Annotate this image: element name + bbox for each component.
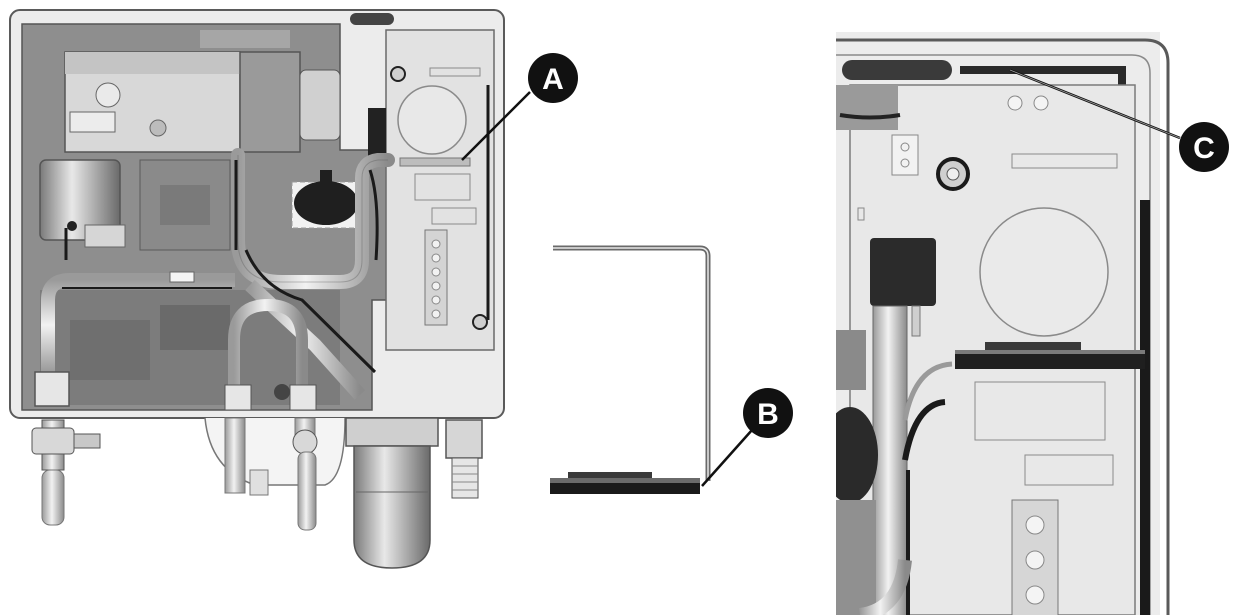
screw-bottom [472,314,488,330]
bracket-base [550,482,700,494]
detail-grommet [842,60,952,80]
threaded-fitting [445,419,483,459]
motor-block [239,51,301,153]
callout-a-leader [461,91,531,161]
inlet-fitting [34,371,70,407]
outlet-hose [297,451,317,531]
callout-b-leader [701,429,753,487]
callout-a-badge: A [528,53,578,103]
callout-a-label: A [542,63,564,96]
motor-flange [299,69,341,141]
panel-disc [397,85,467,155]
unit-overview: A [9,9,578,569]
detail-disc [979,207,1109,337]
inlet-hose [41,469,65,526]
callout-b-badge: B [743,388,793,438]
bracket-pad [568,472,652,482]
horizontal-pipe [41,273,235,380]
callout-c-badge: C [1179,122,1229,172]
filter-cylinder [39,159,121,241]
electronics-panel [385,29,495,351]
detail-slot [955,353,1145,369]
bracket-frame [553,245,711,481]
bracket-part: B [550,245,793,494]
callout-b-label: B [757,398,779,431]
main-pipe [231,148,395,289]
detail-view: C [836,32,1229,615]
callout-c-label: C [1193,132,1215,165]
canister-cap [345,417,439,447]
sensor-blob [294,181,358,225]
screw-top [390,66,406,82]
canister-body [353,445,431,569]
top-grommet [350,13,394,25]
u-pipe [228,298,308,395]
detail-black-block [870,238,936,306]
panel-slot [399,157,471,167]
terminal-strip [424,229,448,326]
